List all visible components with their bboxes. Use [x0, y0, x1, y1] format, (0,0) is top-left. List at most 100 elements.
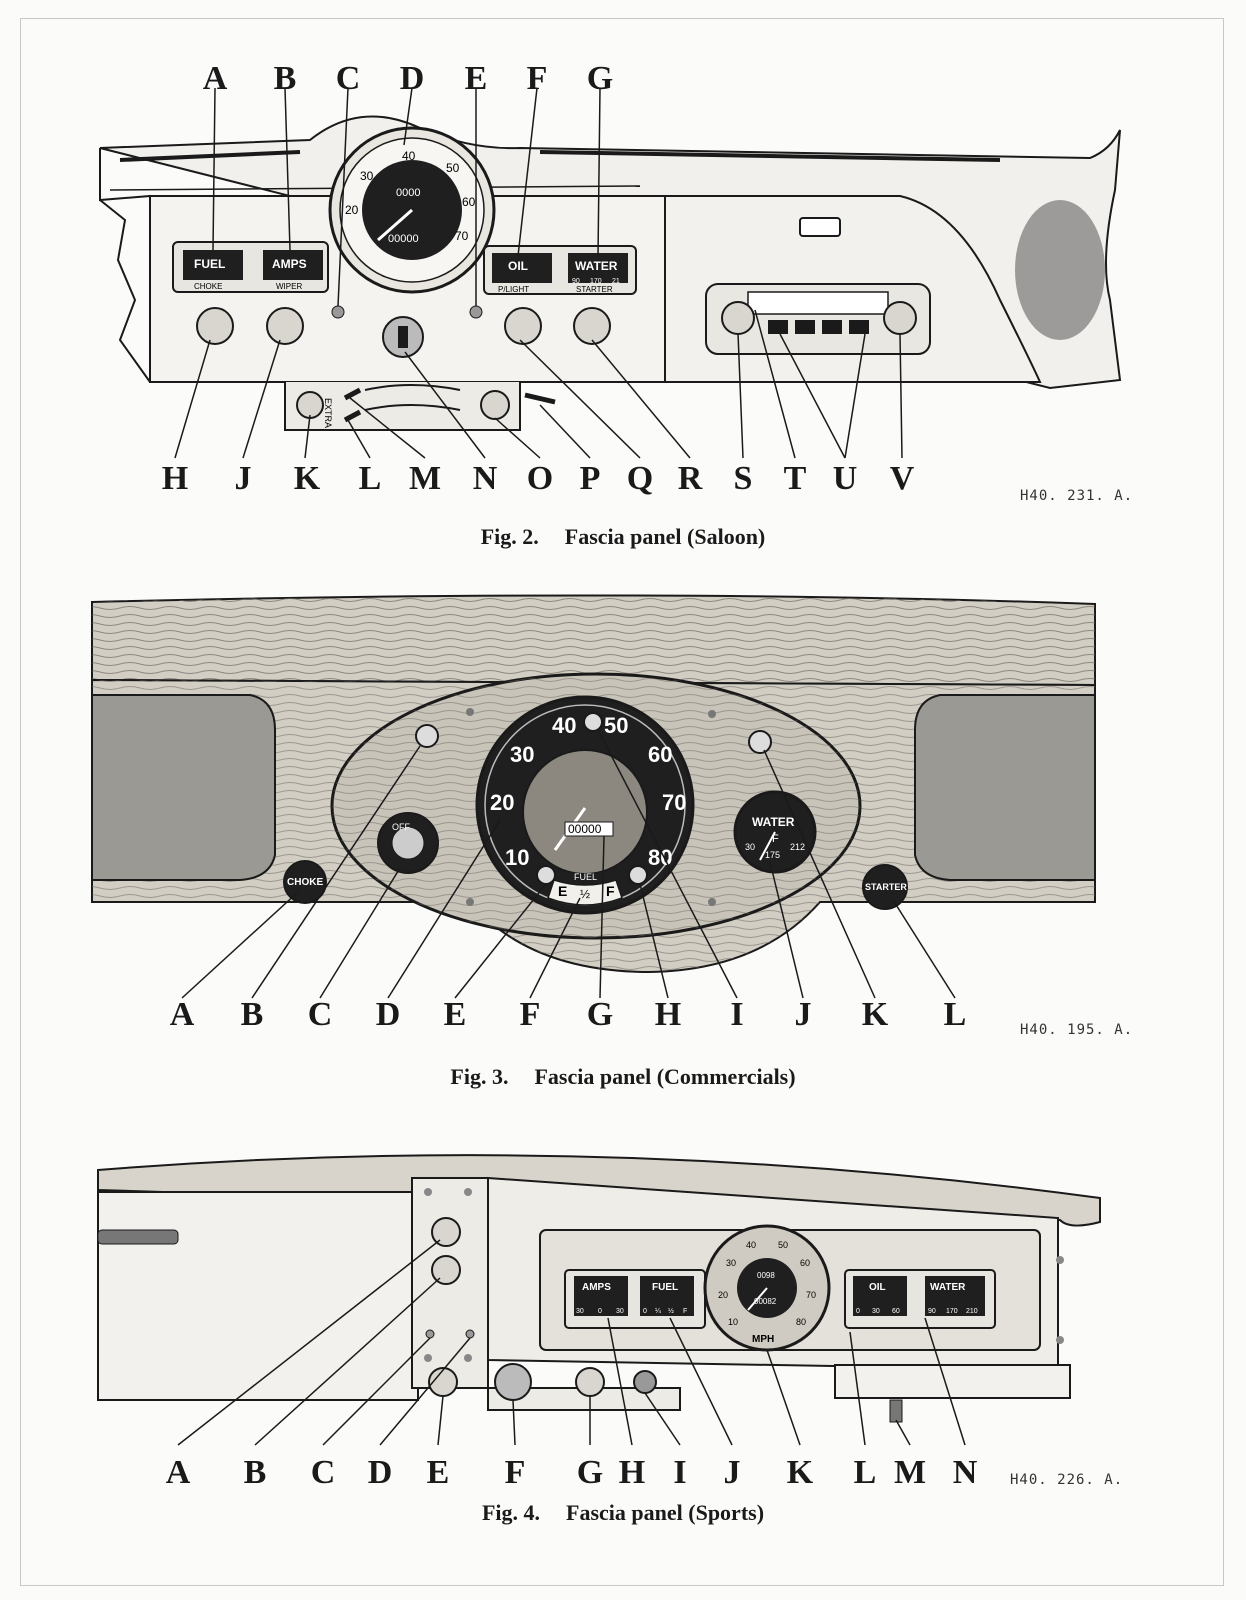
temp-scale: 21	[612, 278, 620, 285]
temp-scale: 90	[572, 278, 580, 285]
speedo-tick: 20	[718, 1290, 728, 1300]
figure-caption: Fig. 2. Fascia panel (Saloon)	[0, 524, 1246, 550]
temp-scale: 170	[590, 278, 602, 285]
callout-letter: F	[504, 1454, 526, 1491]
figure-title: Fascia panel (Commercials)	[534, 1064, 796, 1089]
speedo-tick: 80	[796, 1317, 806, 1327]
oil-scale: 30	[872, 1308, 880, 1315]
mph-label: MPH	[752, 1334, 774, 1345]
speedo-tick: 30	[726, 1258, 736, 1268]
callout-letter: L	[358, 460, 382, 497]
speedo-tick: 10	[728, 1317, 738, 1327]
fuel-empty: E	[558, 883, 567, 899]
drawing-reference: H40. 226. A.	[1010, 1472, 1124, 1488]
water-f: F	[772, 833, 779, 845]
callout-letter: U	[832, 460, 858, 497]
amps-scale: 30	[616, 1308, 624, 1315]
speedo-tick: 70	[662, 790, 686, 815]
callout-letter: E	[443, 996, 467, 1033]
figure-caption: Fig. 3. Fascia panel (Commercials)	[0, 1064, 1246, 1090]
odometer-top: 0098	[757, 1271, 775, 1280]
figure-commercials: 10 20 30 40 50 60 70 80 00000 FUEL E ½ F…	[0, 580, 1246, 1100]
callout-letter: E	[426, 1454, 450, 1491]
callout-letter: Q	[626, 460, 654, 497]
callout-letter: N	[952, 1454, 978, 1491]
choke-label: CHOKE	[194, 282, 222, 291]
callout-letter: G	[586, 996, 614, 1033]
water-scale: 170	[946, 1308, 958, 1315]
figure-number: Fig. 4.	[481, 1500, 541, 1525]
wiper-label: WIPER	[276, 282, 302, 291]
callout-letter: B	[240, 996, 264, 1033]
drawing-reference: H40. 195. A.	[1020, 1022, 1134, 1038]
callout-letter: F	[519, 996, 541, 1033]
callout-letter: J	[794, 996, 812, 1033]
callout-letter: N	[472, 460, 498, 497]
callout-letter: I	[673, 1454, 687, 1491]
callout-letter: H	[161, 460, 189, 497]
fuel-scale: 0	[643, 1308, 647, 1315]
callout-letter: F	[526, 60, 548, 97]
fuel-half: ½	[580, 887, 590, 901]
top-callout-letters: A B C D E F G	[0, 62, 1246, 112]
callout-letter: J	[234, 460, 252, 497]
speedo-tick: 70	[806, 1290, 816, 1300]
fuel-label: FUEL	[574, 872, 597, 882]
bottom-callout-letters: A B C D E F G H I J K L M N	[0, 1456, 1246, 1506]
odometer-bottom: 00000	[388, 233, 419, 245]
bottom-callout-letters: H J K L M N O P Q R S T U V	[0, 462, 1246, 512]
callout-letter: L	[853, 1454, 877, 1491]
callout-letter: T	[783, 460, 807, 497]
callout-letter: A	[165, 1454, 191, 1491]
oil-gauge-label: OIL	[508, 259, 528, 273]
speedo-tick: 40	[746, 1240, 756, 1250]
callout-letter: H	[654, 996, 682, 1033]
speedo-tick: 30	[510, 742, 534, 767]
water-scale: 210	[966, 1308, 978, 1315]
oil-gauge-label: OIL	[869, 1282, 886, 1293]
callout-letter: P	[579, 460, 601, 497]
speedo-tick: 20	[490, 790, 514, 815]
water-gauge-label: WATER	[752, 815, 795, 829]
speedo-tick: 50	[604, 713, 628, 738]
plight-label: P/LIGHT	[498, 285, 529, 294]
speedo-tick: 30	[360, 169, 374, 183]
amps-gauge-label: AMPS	[582, 1282, 611, 1293]
speedo-tick: 40	[402, 149, 416, 163]
drawing-reference: H40. 231. A.	[1020, 488, 1134, 504]
starter-label: STARTER	[865, 882, 907, 892]
sports-panel-drawing: AMPS FUEL 30 0 30 0 ¼ ½ F 10 20 30 40 50…	[97, 1154, 1101, 1446]
callout-letter: S	[733, 460, 753, 497]
figure-number: Fig. 3.	[450, 1064, 509, 1089]
water-scale: 30	[745, 842, 755, 852]
callout-letter: D	[367, 1454, 393, 1491]
figure-number: Fig. 2.	[480, 524, 539, 549]
ignition-off-label: OFF	[392, 822, 410, 832]
speedo-tick: 20	[345, 203, 359, 217]
figure-caption: Fig. 4.Fascia panel (Sports)	[0, 1500, 1246, 1526]
callout-letter: E	[464, 60, 488, 97]
speedo-tick: 60	[800, 1258, 810, 1268]
water-gauge-label: WATER	[930, 1282, 966, 1293]
callout-letter: A	[169, 996, 195, 1033]
saloon-panel-drawing: 20 30 40 50 60 70 0000 00000 FUEL AMPS C…	[99, 87, 1122, 459]
speedo-tick: 60	[462, 195, 476, 209]
speedo-tick: 50	[446, 161, 460, 175]
callout-letter: D	[375, 996, 401, 1033]
page-border	[20, 18, 1224, 1586]
callout-letter: O	[526, 460, 554, 497]
callout-letter: V	[889, 460, 915, 497]
oil-scale: 60	[892, 1308, 900, 1315]
callout-letter: K	[861, 996, 889, 1033]
choke-label: CHOKE	[287, 877, 323, 888]
water-scale: 90	[928, 1308, 936, 1315]
bottom-callout-letters: A B C D E F G H I J K L	[0, 998, 1246, 1048]
fuel-scale: ½	[668, 1307, 674, 1315]
speedo-tick: 60	[648, 742, 672, 767]
callout-letter: C	[310, 1454, 336, 1491]
callout-letter: K	[293, 460, 321, 497]
callout-letter: C	[307, 996, 333, 1033]
figure-title: Fascia panel (Saloon)	[564, 524, 766, 549]
odometer: 00000	[568, 822, 602, 836]
amps-gauge-label: AMPS	[272, 257, 307, 271]
